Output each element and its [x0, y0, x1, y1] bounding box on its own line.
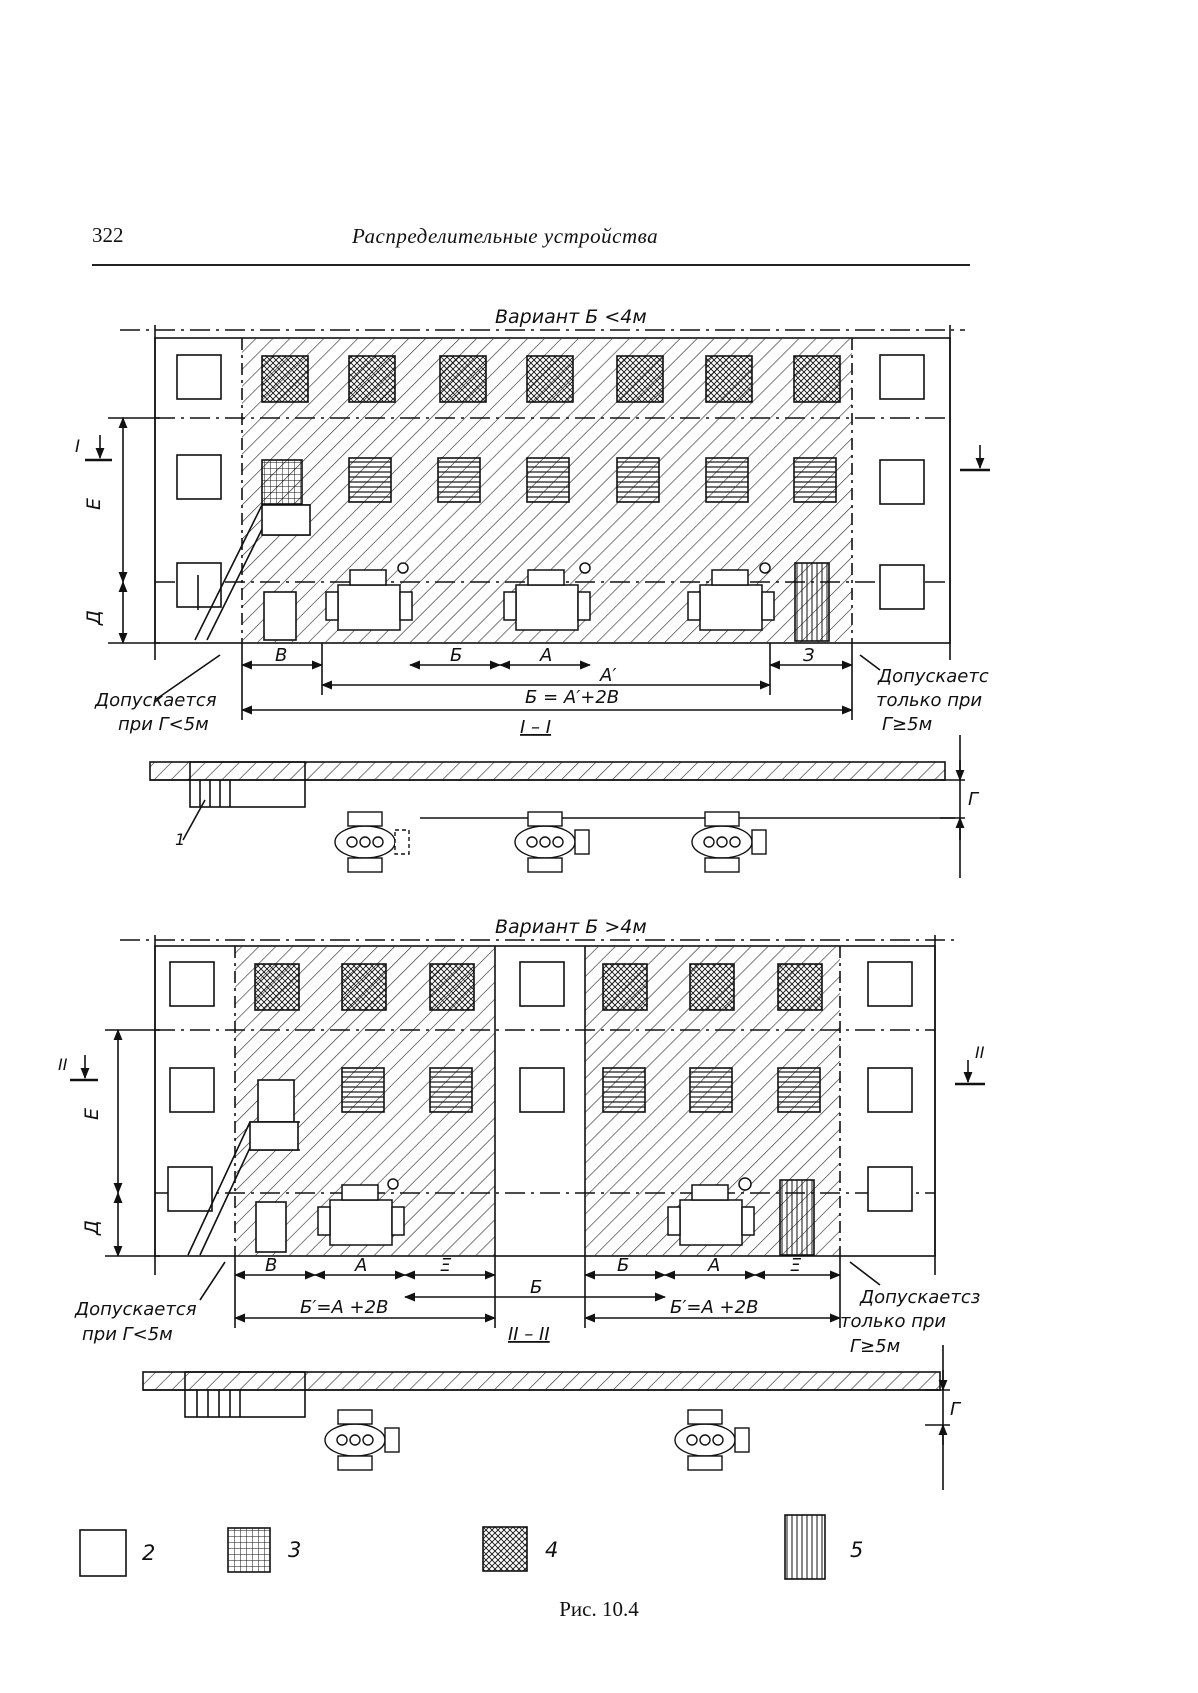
bottom-section-mark-left: II	[58, 1055, 68, 1074]
figure-caption: Рис. 10.4	[0, 1597, 1198, 1622]
bottom-note-right-3: Г≥5м	[850, 1336, 900, 1357]
bottom-dim-D: Д	[81, 1220, 103, 1236]
top-section-mark: I	[75, 437, 80, 457]
top-note-right-1: Допускаетс	[877, 666, 989, 687]
legend-swatch-crosshatch	[483, 1527, 527, 1571]
legend	[80, 1515, 825, 1579]
top-formula: Б = А′+2В	[525, 687, 619, 708]
top-dim-E: Е	[83, 498, 105, 510]
bottom-note-left-2: при Г<5м	[82, 1324, 173, 1345]
top-dim-Z: З	[803, 645, 815, 666]
bottom-note-right-1: Допускаетсз	[859, 1287, 980, 1308]
bottom-dim-G: Г	[950, 1399, 962, 1420]
bottom-dim-V: В	[265, 1255, 277, 1276]
legend-label-2: 2	[142, 1541, 155, 1565]
top-dim-G: Г	[968, 789, 980, 810]
top-callout-1: 1	[175, 830, 185, 849]
bottom-dim-A-left: А	[354, 1255, 367, 1276]
top-dim-B: Б	[450, 645, 462, 666]
legend-label-5: 5	[850, 1538, 863, 1562]
bottom-dim-B-mid: Б	[530, 1277, 542, 1298]
top-dim-V: В	[275, 645, 287, 666]
bottom-note-right-2: только при	[840, 1311, 946, 1332]
legend-swatch-blank	[80, 1530, 126, 1576]
bottom-section-label: II – II	[508, 1324, 550, 1345]
bottom-dim-A-right: А	[707, 1255, 720, 1276]
bottom-dim-Z-right: Ξ	[790, 1255, 802, 1276]
bottom-dim-E: Е	[81, 1108, 103, 1120]
top-section-label: I – I	[520, 717, 551, 738]
top-note-right-3: Г≥5м	[882, 714, 932, 735]
top-note-right-2: только при	[876, 690, 982, 711]
figure-bottom	[70, 935, 985, 1490]
bottom-formula-right: Б′=А +2В	[670, 1297, 758, 1318]
bottom-variant-title: Вариант Б >4м	[495, 916, 647, 938]
top-dim-A-prime: А′	[599, 665, 616, 686]
top-note-left-1: Допускается	[94, 690, 217, 711]
legend-swatch-grid	[228, 1528, 270, 1572]
bottom-section-mark-right: II	[975, 1043, 985, 1062]
legend-label-4: 4	[545, 1538, 558, 1562]
legend-swatch-vertical	[785, 1515, 825, 1579]
bottom-dim-B-right: Б	[617, 1255, 629, 1276]
top-dim-D: Д	[83, 610, 105, 626]
top-note-left-2: при Г<5м	[118, 714, 209, 735]
figure-top	[85, 325, 990, 878]
legend-label-3: 3	[288, 1538, 301, 1562]
bottom-formula-left: Б′=А +2В	[300, 1297, 388, 1318]
bottom-note-left-1: Допускается	[74, 1299, 197, 1320]
bottom-dim-Z-left: Ξ	[440, 1255, 452, 1276]
top-dim-A: А	[539, 645, 552, 666]
top-variant-title: Вариант Б <4м	[495, 306, 647, 328]
